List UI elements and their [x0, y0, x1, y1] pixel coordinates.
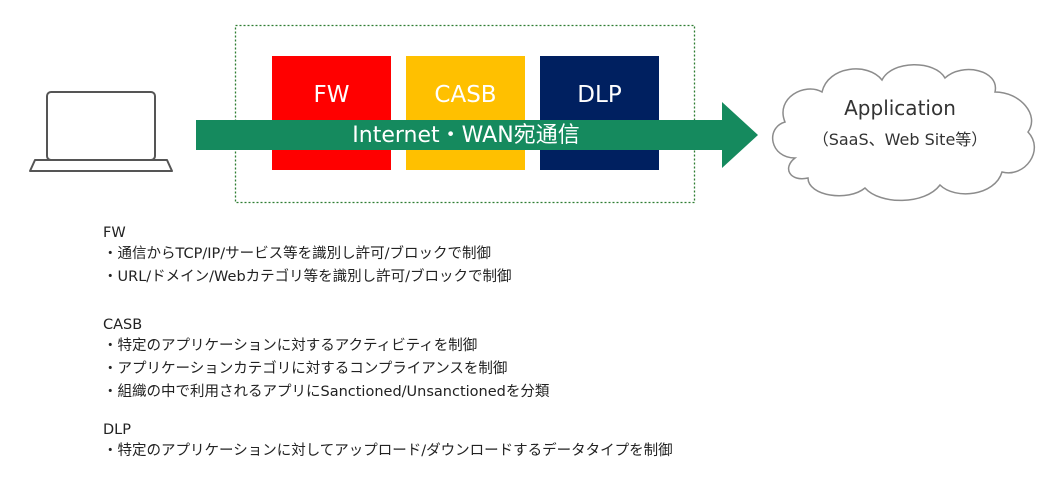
casb-item: ・アプリケーションカテゴリに対するコンプライアンスを制御: [103, 361, 508, 377]
fw-item: ・通信からTCP/IP/サービス等を識別し許可/ブロックで制御: [103, 246, 492, 262]
dlp-box-label: DLP: [577, 82, 622, 108]
dlp-heading: DLP: [103, 422, 131, 438]
casb-box-label: CASB: [434, 82, 497, 108]
fw-box-label: FW: [313, 82, 350, 108]
application-subtitle: （SaaS、Web Site等）: [812, 130, 988, 149]
fw-description: FW ・通信からTCP/IP/サービス等を識別し許可/ブロックで制御 ・URL/…: [103, 223, 512, 289]
laptop-icon: [29, 91, 173, 172]
casb-box: [406, 56, 525, 170]
casb-heading: CASB: [103, 317, 143, 333]
cloud-shape: [771, 64, 1035, 202]
traffic-arrow: [196, 102, 758, 168]
fw-heading: FW: [103, 225, 126, 241]
casb-item: ・特定のアプリケーションに対するアクティビティを制御: [103, 338, 478, 354]
casb-item: ・組織の中で利用されるアプリにSanctioned/Unsanctionedを分…: [103, 384, 550, 400]
dlp-description: DLP ・特定のアプリケーションに対してアップロード/ダウンロードするデータタイ…: [103, 420, 673, 463]
traffic-arrow-label: Internet・WAN宛通信: [352, 123, 580, 148]
security-stack-frame: [234, 24, 696, 204]
application-title: Application: [844, 96, 956, 120]
dlp-item: ・特定のアプリケーションに対してアップロード/ダウンロードするデータタイプを制御: [103, 443, 673, 459]
dlp-box: [540, 56, 659, 170]
fw-item: ・URL/ドメイン/Webカテゴリ等を識別し許可/ブロックで制御: [103, 269, 512, 285]
fw-box: [272, 56, 391, 170]
casb-description: CASB ・特定のアプリケーションに対するアクティビティを制御 ・アプリケーショ…: [103, 315, 549, 404]
